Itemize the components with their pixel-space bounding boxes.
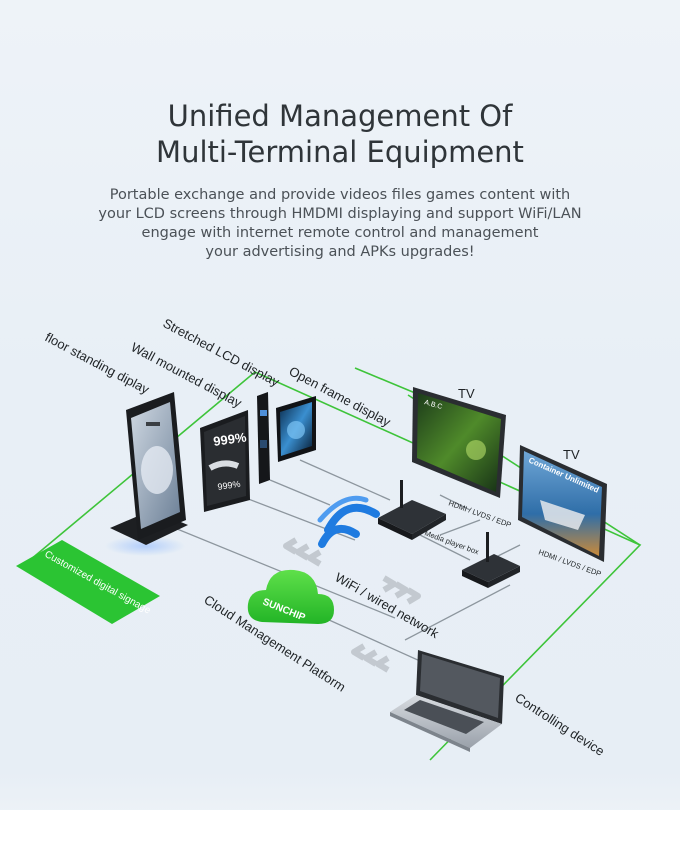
chevron-right-arrows	[382, 575, 421, 605]
open-frame-display	[276, 396, 316, 462]
description: Portable exchange and provide videos fil…	[60, 186, 620, 262]
tv-1: A.B.C	[412, 387, 506, 498]
cloud-icon: SUNCHIP	[247, 569, 334, 624]
laptop-icon	[390, 650, 504, 752]
chevron-left-arrows-2	[351, 643, 390, 673]
stretched-lcd-display	[257, 392, 270, 484]
wall-display-number: 999%	[212, 429, 247, 449]
floor-standing-display	[105, 392, 188, 556]
media-player-box-1	[378, 480, 446, 540]
tv-2: Container Unlimited	[518, 445, 607, 562]
label-tv-2: TV	[563, 447, 580, 462]
description-line-3: engage with internet remote control and …	[141, 225, 539, 241]
media-player-box-2	[462, 532, 520, 588]
description-line-1: Portable exchange and provide videos fil…	[109, 187, 571, 203]
wall-mounted-display: 999% 999%	[200, 410, 250, 512]
bottom-whitespace	[0, 810, 680, 858]
description-line-4: your advertising and APKs upgrades!	[205, 244, 475, 260]
label-controlling-device: Controlling device	[512, 690, 607, 759]
page-title: Unified Management Of Multi-Terminal Equ…	[0, 98, 680, 170]
tv1-logo: A.B.C	[423, 399, 443, 411]
label-media-player-box: Media player box	[423, 528, 480, 556]
title-line-2: Multi-Terminal Equipment	[156, 135, 524, 169]
wifi-icon	[317, 495, 380, 548]
signage-frame-outline	[29, 367, 642, 761]
label-tv-1: TV	[458, 386, 475, 401]
wall-display-number-2: 999%	[217, 479, 241, 492]
chevron-left-arrows-1	[283, 537, 322, 567]
description-line-2: your LCD screens through HMDMI displayin…	[98, 206, 582, 222]
label-hdmi-1: HDMI / LVDS / EDP	[447, 498, 512, 529]
title-line-1: Unified Management Of	[167, 99, 513, 133]
